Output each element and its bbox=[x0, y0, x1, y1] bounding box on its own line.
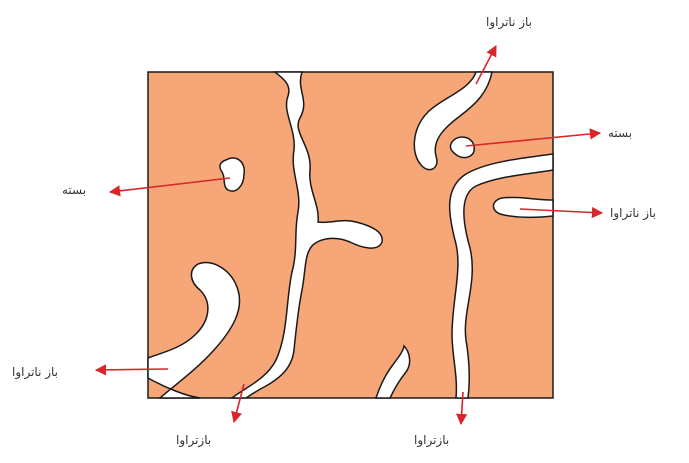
arrow-closed-left bbox=[108, 177, 231, 197]
arrow-through-bottom-left bbox=[231, 383, 245, 424]
closed-pore-right bbox=[449, 136, 475, 159]
arrow-closed-right bbox=[465, 128, 602, 147]
label-through-bottom-left: بازتراوا bbox=[176, 433, 212, 447]
through-pore-branching bbox=[229, 71, 383, 399]
arrow-open-top-right bbox=[475, 45, 497, 85]
open-pore-left bbox=[147, 261, 241, 399]
open-pore-top bbox=[413, 71, 493, 171]
arrow-through-bottom-right bbox=[456, 391, 468, 426]
arrow-open-left bbox=[94, 364, 169, 376]
label-open-top-right: باز ناتراوا bbox=[486, 15, 533, 29]
arrow-open-right bbox=[519, 206, 604, 219]
label-through-bottom-right: بازتراوا bbox=[414, 433, 450, 447]
label-closed-right: بسته bbox=[608, 126, 633, 140]
open-pore-right bbox=[492, 196, 554, 219]
label-open-left: باز ناتراوا bbox=[12, 365, 59, 379]
through-pore-right bbox=[448, 153, 554, 399]
closed-pore-left bbox=[219, 157, 245, 192]
label-closed-left: بسته bbox=[62, 183, 87, 197]
label-open-right: باز ناتراوا bbox=[610, 206, 657, 220]
open-pore-bottom bbox=[374, 344, 411, 399]
